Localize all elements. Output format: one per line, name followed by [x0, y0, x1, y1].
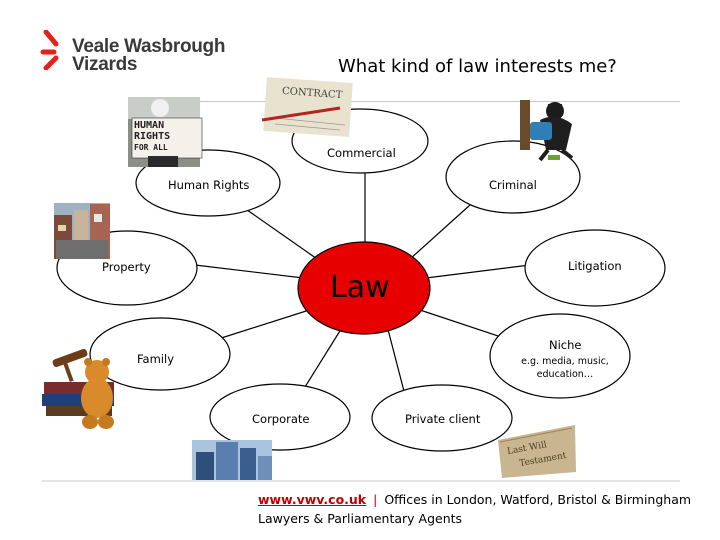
protest-sign-line-3: FOR ALL — [134, 143, 168, 152]
criminal-burglar-image — [520, 100, 574, 162]
property-street-image — [54, 203, 110, 259]
node-niche[interactable] — [489, 313, 631, 399]
footer: www.vwv.co.uk | Offices in London, Watfo… — [258, 492, 691, 507]
logo[interactable]: Veale Wasbrough Vizards — [40, 30, 240, 80]
title-divider — [150, 101, 680, 102]
label-property: Property — [102, 260, 151, 274]
private-client-will-image — [498, 425, 576, 478]
label-family: Family — [137, 352, 175, 366]
niche-note-line-1: e.g. media, music, — [521, 356, 609, 367]
label-niche: Niche — [549, 338, 582, 352]
protest-sign-line-2: RIGHTS — [134, 131, 171, 142]
family-teddy-image — [42, 348, 114, 429]
label-law: Law — [330, 270, 390, 305]
footer-offices: Offices in London, Watford, Bristol & Bi… — [384, 492, 692, 507]
protest-sign-text: HUMAN RIGHTS FOR ALL — [134, 120, 200, 153]
node-law-center[interactable] — [297, 241, 431, 335]
footer-tagline: Lawyers & Parliamentary Agents — [258, 511, 463, 526]
label-corporate: Corporate — [252, 412, 310, 426]
node-litigation[interactable] — [524, 229, 666, 307]
contract-image — [261, 77, 353, 137]
label-niche-note: e.g. media, music, education… — [510, 355, 620, 381]
node-family[interactable] — [89, 317, 231, 391]
label-human-rights: Human Rights — [168, 178, 250, 192]
node-criminal[interactable] — [445, 140, 581, 214]
page-title: What kind of law interests me? — [338, 56, 617, 77]
label-private-client: Private client — [405, 412, 481, 426]
node-corporate[interactable] — [209, 383, 351, 451]
logo-line-1: Veale Wasbrough — [72, 36, 226, 57]
human-rights-protest-image — [128, 97, 203, 167]
logo-line-2: Vizards — [72, 54, 138, 75]
label-criminal: Criminal — [489, 178, 537, 192]
corporate-buildings-image — [192, 440, 272, 480]
protest-sign-line-1: HUMAN — [134, 120, 165, 131]
label-commercial: Commercial — [327, 146, 396, 160]
niche-note-line-2: education… — [536, 369, 594, 380]
logo-mark-icon — [40, 30, 59, 70]
footer-separator: | — [373, 492, 378, 507]
node-private-client[interactable] — [371, 384, 513, 452]
footer-url-link[interactable]: www.vwv.co.uk — [258, 492, 367, 507]
label-litigation: Litigation — [568, 259, 622, 273]
